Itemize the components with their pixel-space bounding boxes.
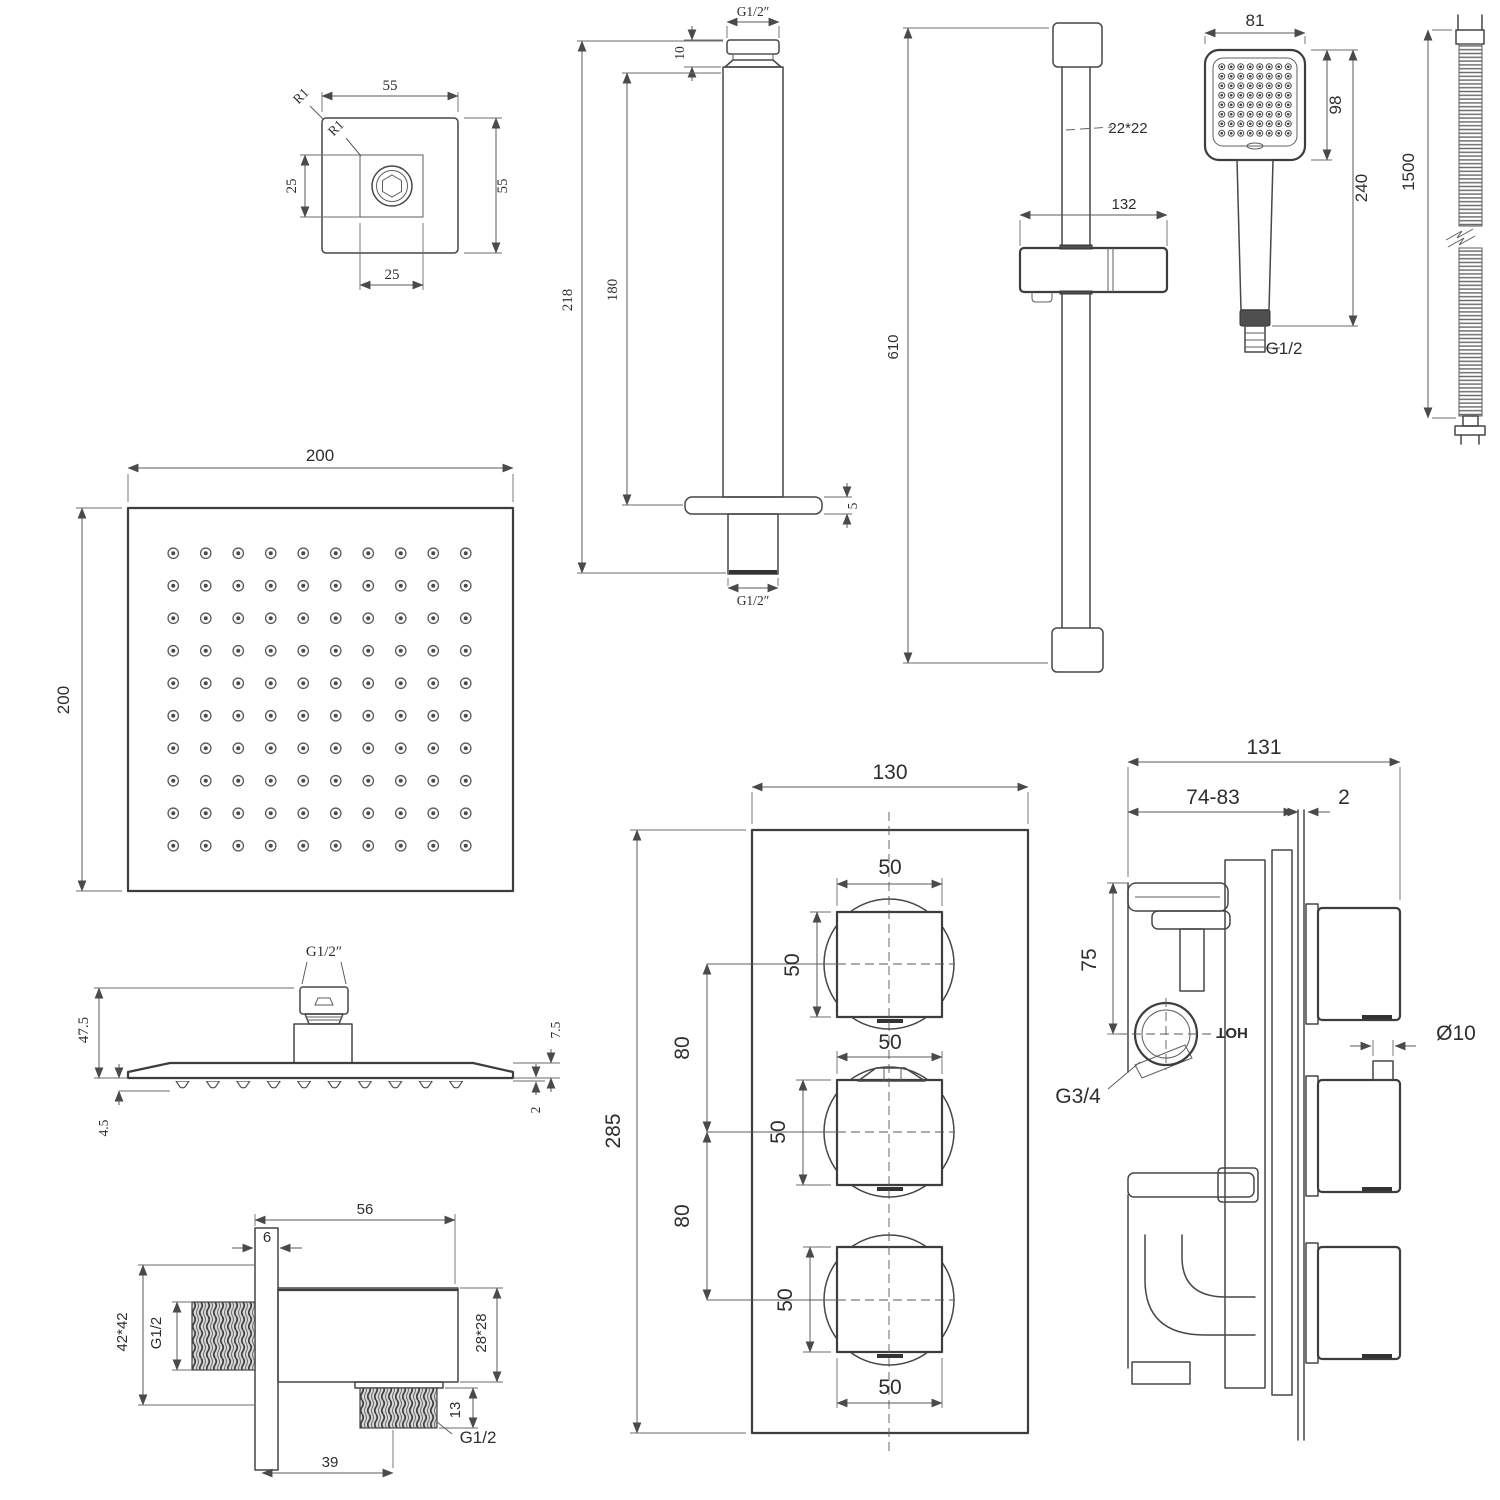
dim-valve-width: 130 xyxy=(872,761,907,784)
dim-knob2-height: 50 xyxy=(767,1120,790,1143)
dim-headside-thread: G1/2″ xyxy=(306,944,342,960)
dim-arm-thread-bottom: G1/2″ xyxy=(737,593,770,608)
ceiling-arm-view: G1/2″ 10 218 180 5 G1/2″ xyxy=(560,4,860,608)
dim-headside-rim: 7.5 xyxy=(548,1021,563,1038)
side-nozzles xyxy=(168,1081,472,1091)
dim-hose-length: 1500 xyxy=(1399,153,1418,191)
dim-knob3-width: 50 xyxy=(878,1376,901,1399)
hose-coil-lower xyxy=(1458,247,1483,417)
dim-knob2-width: 50 xyxy=(878,1031,901,1054)
dim-arm-flange-thickness: 5 xyxy=(845,502,860,509)
dim-elbow-outlet-length: 13 xyxy=(447,1402,464,1419)
dim-head-height: 200 xyxy=(54,686,73,714)
slide-rail-view: 610 132 22*22 xyxy=(885,22,1169,673)
dim-headside-nozzle-depth: 4.5 xyxy=(96,1119,111,1136)
dim-valveside-width: 131 xyxy=(1246,736,1281,759)
dim-valveside-depth: 74-83 xyxy=(1186,786,1240,809)
side-knob-3 xyxy=(1305,1242,1402,1364)
dim-arm-cap-height: 10 xyxy=(672,46,687,60)
dim-radius-outer: R1 xyxy=(290,85,312,107)
head-face-view: 200 200 xyxy=(54,446,515,893)
dim-escutcheon-height: 55 xyxy=(495,179,511,194)
dim-arm-overall-length: 218 xyxy=(560,289,576,312)
dim-handshower-width: 81 xyxy=(1246,11,1265,30)
dim-rail-length: 610 xyxy=(885,334,902,359)
dim-escutcheon-width: 55 xyxy=(383,78,398,94)
spray-face-dots xyxy=(1217,62,1293,138)
dim-valveside-inlet-offset: 75 xyxy=(1078,948,1101,971)
elbow-view: 56 6 42*42 G1/2 28*28 13 G1/2 39 xyxy=(114,1201,503,1478)
dim-bracket-width: 132 xyxy=(1111,196,1136,213)
dim-elbow-outlet-offset: 39 xyxy=(322,1454,339,1471)
dim-radius-inner: R1 xyxy=(325,117,347,139)
side-knob-1 xyxy=(1305,903,1402,1025)
dim-headside-height: 47.5 xyxy=(76,1017,92,1043)
dim-knob1-height: 50 xyxy=(781,953,804,976)
dim-valveside-plate: 2 xyxy=(1338,786,1350,809)
dim-valve-height: 285 xyxy=(602,1113,625,1148)
dim-escutcheon-inner-width: 25 xyxy=(385,267,400,283)
dim-elbow-plate-section: 42*42 xyxy=(114,1312,131,1351)
hot-marking: HOT xyxy=(1216,1024,1248,1041)
dim-elbow-width: 56 xyxy=(357,1201,374,1218)
dim-escutcheon-inner-height: 25 xyxy=(284,179,300,194)
escutcheon-view: 55 55 25 25 R1 R1 xyxy=(284,78,511,290)
dim-knob3-height: 50 xyxy=(774,1288,797,1311)
valve-front-view: 130 285 50 50 80 50 50 80 50 50 xyxy=(602,761,1030,1452)
inlet-thread xyxy=(191,1301,256,1371)
port-stub xyxy=(1372,1060,1394,1081)
dim-valveside-inlet-thread: G3/4 xyxy=(1055,1085,1101,1108)
dim-arm-thread-top: G1/2″ xyxy=(737,4,770,19)
dim-elbow-outlet-thread: G1/2 xyxy=(460,1428,497,1447)
dim-knob1-width: 50 xyxy=(878,856,901,879)
dim-valveside-port-diameter: Ø10 xyxy=(1436,1022,1476,1045)
hose-view: 1500 xyxy=(1399,14,1486,445)
dim-headside-edge: 2 xyxy=(528,1107,543,1114)
dim-elbow-plate-thickness: 6 xyxy=(263,1229,271,1246)
hand-shower-view: 81 98 240 G1/2 xyxy=(1203,11,1371,358)
head-side-view: G1/2″ 47.5 4.5 7.5 2 xyxy=(76,944,563,1136)
dim-knob-spacing-1: 80 xyxy=(671,1036,694,1059)
hex-nut-icon xyxy=(382,174,402,198)
dim-elbow-body-section: 28*28 xyxy=(473,1313,490,1352)
dim-handshower-face-height: 98 xyxy=(1326,96,1345,115)
dim-elbow-inlet-thread: G1/2 xyxy=(148,1317,165,1350)
valve-side-view: HOT 131 74-83 2 xyxy=(1055,736,1476,1441)
dim-handshower-length: 240 xyxy=(1352,174,1371,202)
side-knob-2 xyxy=(1305,1075,1402,1197)
dim-knob-spacing-2: 80 xyxy=(671,1204,694,1227)
dim-handshower-thread: G1/2 xyxy=(1266,339,1303,358)
nozzle-grid xyxy=(157,537,483,863)
dim-arm-body-length: 180 xyxy=(605,279,621,302)
dim-rail-section: 22*22 xyxy=(1108,120,1147,137)
dim-head-width: 200 xyxy=(306,446,334,465)
hose-coil-upper xyxy=(1458,43,1483,227)
outlet-thread xyxy=(359,1387,438,1429)
